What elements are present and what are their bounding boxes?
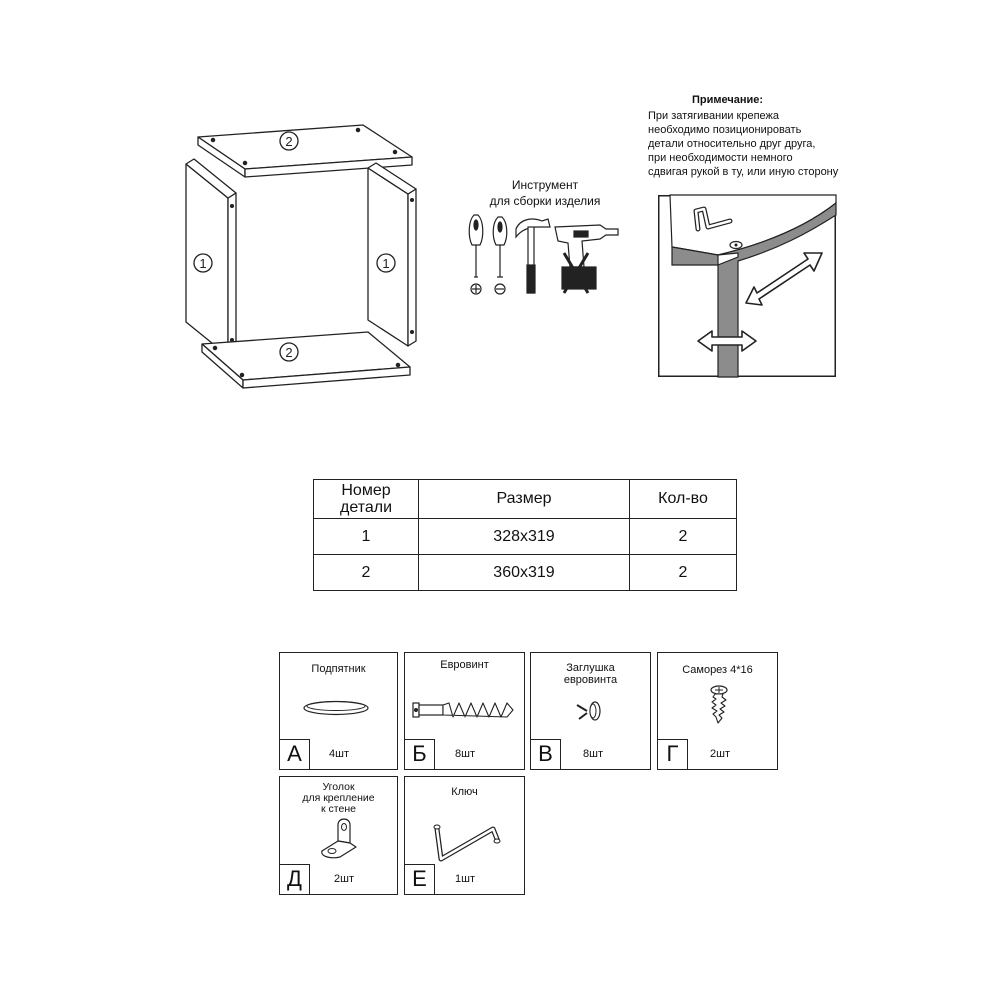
note-body: При затягивании крепежа необходимо позиц… [648,109,878,179]
hardware-letter: Г [658,739,688,769]
hardware-name-line: для крепление [302,792,375,804]
hardware-qty: 2шт [334,873,354,885]
phillips-screwdriver-icon [468,214,484,295]
hardware-name: Ключ [451,786,478,798]
hardware-item-euro-screw: Евровинт Б 8шт [404,652,525,770]
cell-part-number: 2 [313,554,419,591]
bottom-panel [201,331,411,389]
top-panel [197,124,413,178]
hardware-letter: Е [405,864,435,894]
screw-cap-icon [576,701,601,721]
hardware-name: Уголок для крепление к стене [280,782,397,815]
hardware-letter: Д [280,864,310,894]
top-panel-label: 2 [285,134,292,149]
tools-caption-line1: Инструмент [511,178,579,192]
tools-caption: Инструмент для сборки изделия [470,177,620,209]
foot-pad-icon [303,700,369,716]
right-panel-label: 1 [382,256,389,271]
hex-key-icon [433,824,501,862]
hardware-item-hex-key: Ключ Е 1шт [404,776,525,895]
bottom-panel-label: 2 [285,345,292,360]
euro-screw-icon [412,702,514,718]
hardware-name-line: к стене [321,803,356,815]
tools-illustration [468,214,619,295]
hardware-letter: Б [405,739,435,769]
parts-table: Номер детали Размер Кол-во 1 328x319 2 2… [313,479,737,591]
hardware-item-self-tapping-screw: Саморез 4*16 Г 2шт [657,652,778,770]
note-title: Примечание: [691,94,764,106]
hardware-name-line: Заглушка [566,662,615,674]
tools-caption-line2: для сборки изделия [489,194,601,208]
header-part-number: Номер детали [313,479,419,519]
wall-bracket-icon [321,818,357,859]
hardware-letter: В [531,739,561,769]
right-side-panel [367,162,417,347]
hardware-name: Подпятник [311,663,366,675]
left-side-panel [185,158,237,357]
header-size: Размер [418,479,630,519]
header-qty: Кол-во [629,479,737,519]
hardware-item-wall-bracket: Уголок для крепление к стене Д 2шт [279,776,398,895]
cell-qty: 2 [629,518,737,555]
power-drill-crossed-icon [554,224,619,294]
cell-part-number: 1 [313,518,419,555]
hardware-name: Евровинт [440,659,489,671]
flat-screwdriver-icon [492,216,508,295]
hardware-qty: 4шт [329,748,349,760]
left-panel-label: 1 [199,256,206,271]
hardware-qty: 8шт [583,748,603,760]
hardware-name-line: Уголок [322,781,355,793]
cell-size: 328x319 [418,518,630,555]
hardware-name-line: евровинта [563,674,618,686]
note-line: необходимо позиционировать [648,124,802,136]
hardware-name: Заглушка евровинта [531,662,650,686]
self-tapping-screw-icon [710,685,728,724]
table-header-row: Номер детали Размер Кол-во [313,479,737,519]
hardware-qty: 2шт [710,748,730,760]
table-row: 2 360x319 2 [313,554,737,591]
note-line: При затягивании крепежа [648,110,780,122]
hammer-icon [515,218,551,294]
hardware-item-foot-pad: Подпятник А 4шт [279,652,398,770]
hardware-item-screw-cap: Заглушка евровинта В 8шт [530,652,651,770]
adjustment-detail-illustration [658,194,837,378]
note-line: сдвигая рукой в ту, или иную сторону [648,166,839,178]
note-line: детали относительно друг друга, [648,138,816,150]
hardware-qty: 8шт [455,748,475,760]
cell-qty: 2 [629,554,737,591]
cell-size: 360x319 [418,554,630,591]
note-line: при необходимости немного [648,152,793,164]
hardware-letter: А [280,739,310,769]
hardware-qty: 1шт [455,873,475,885]
table-row: 1 328x319 2 [313,518,737,555]
hardware-name: Саморез 4*16 [682,664,753,676]
